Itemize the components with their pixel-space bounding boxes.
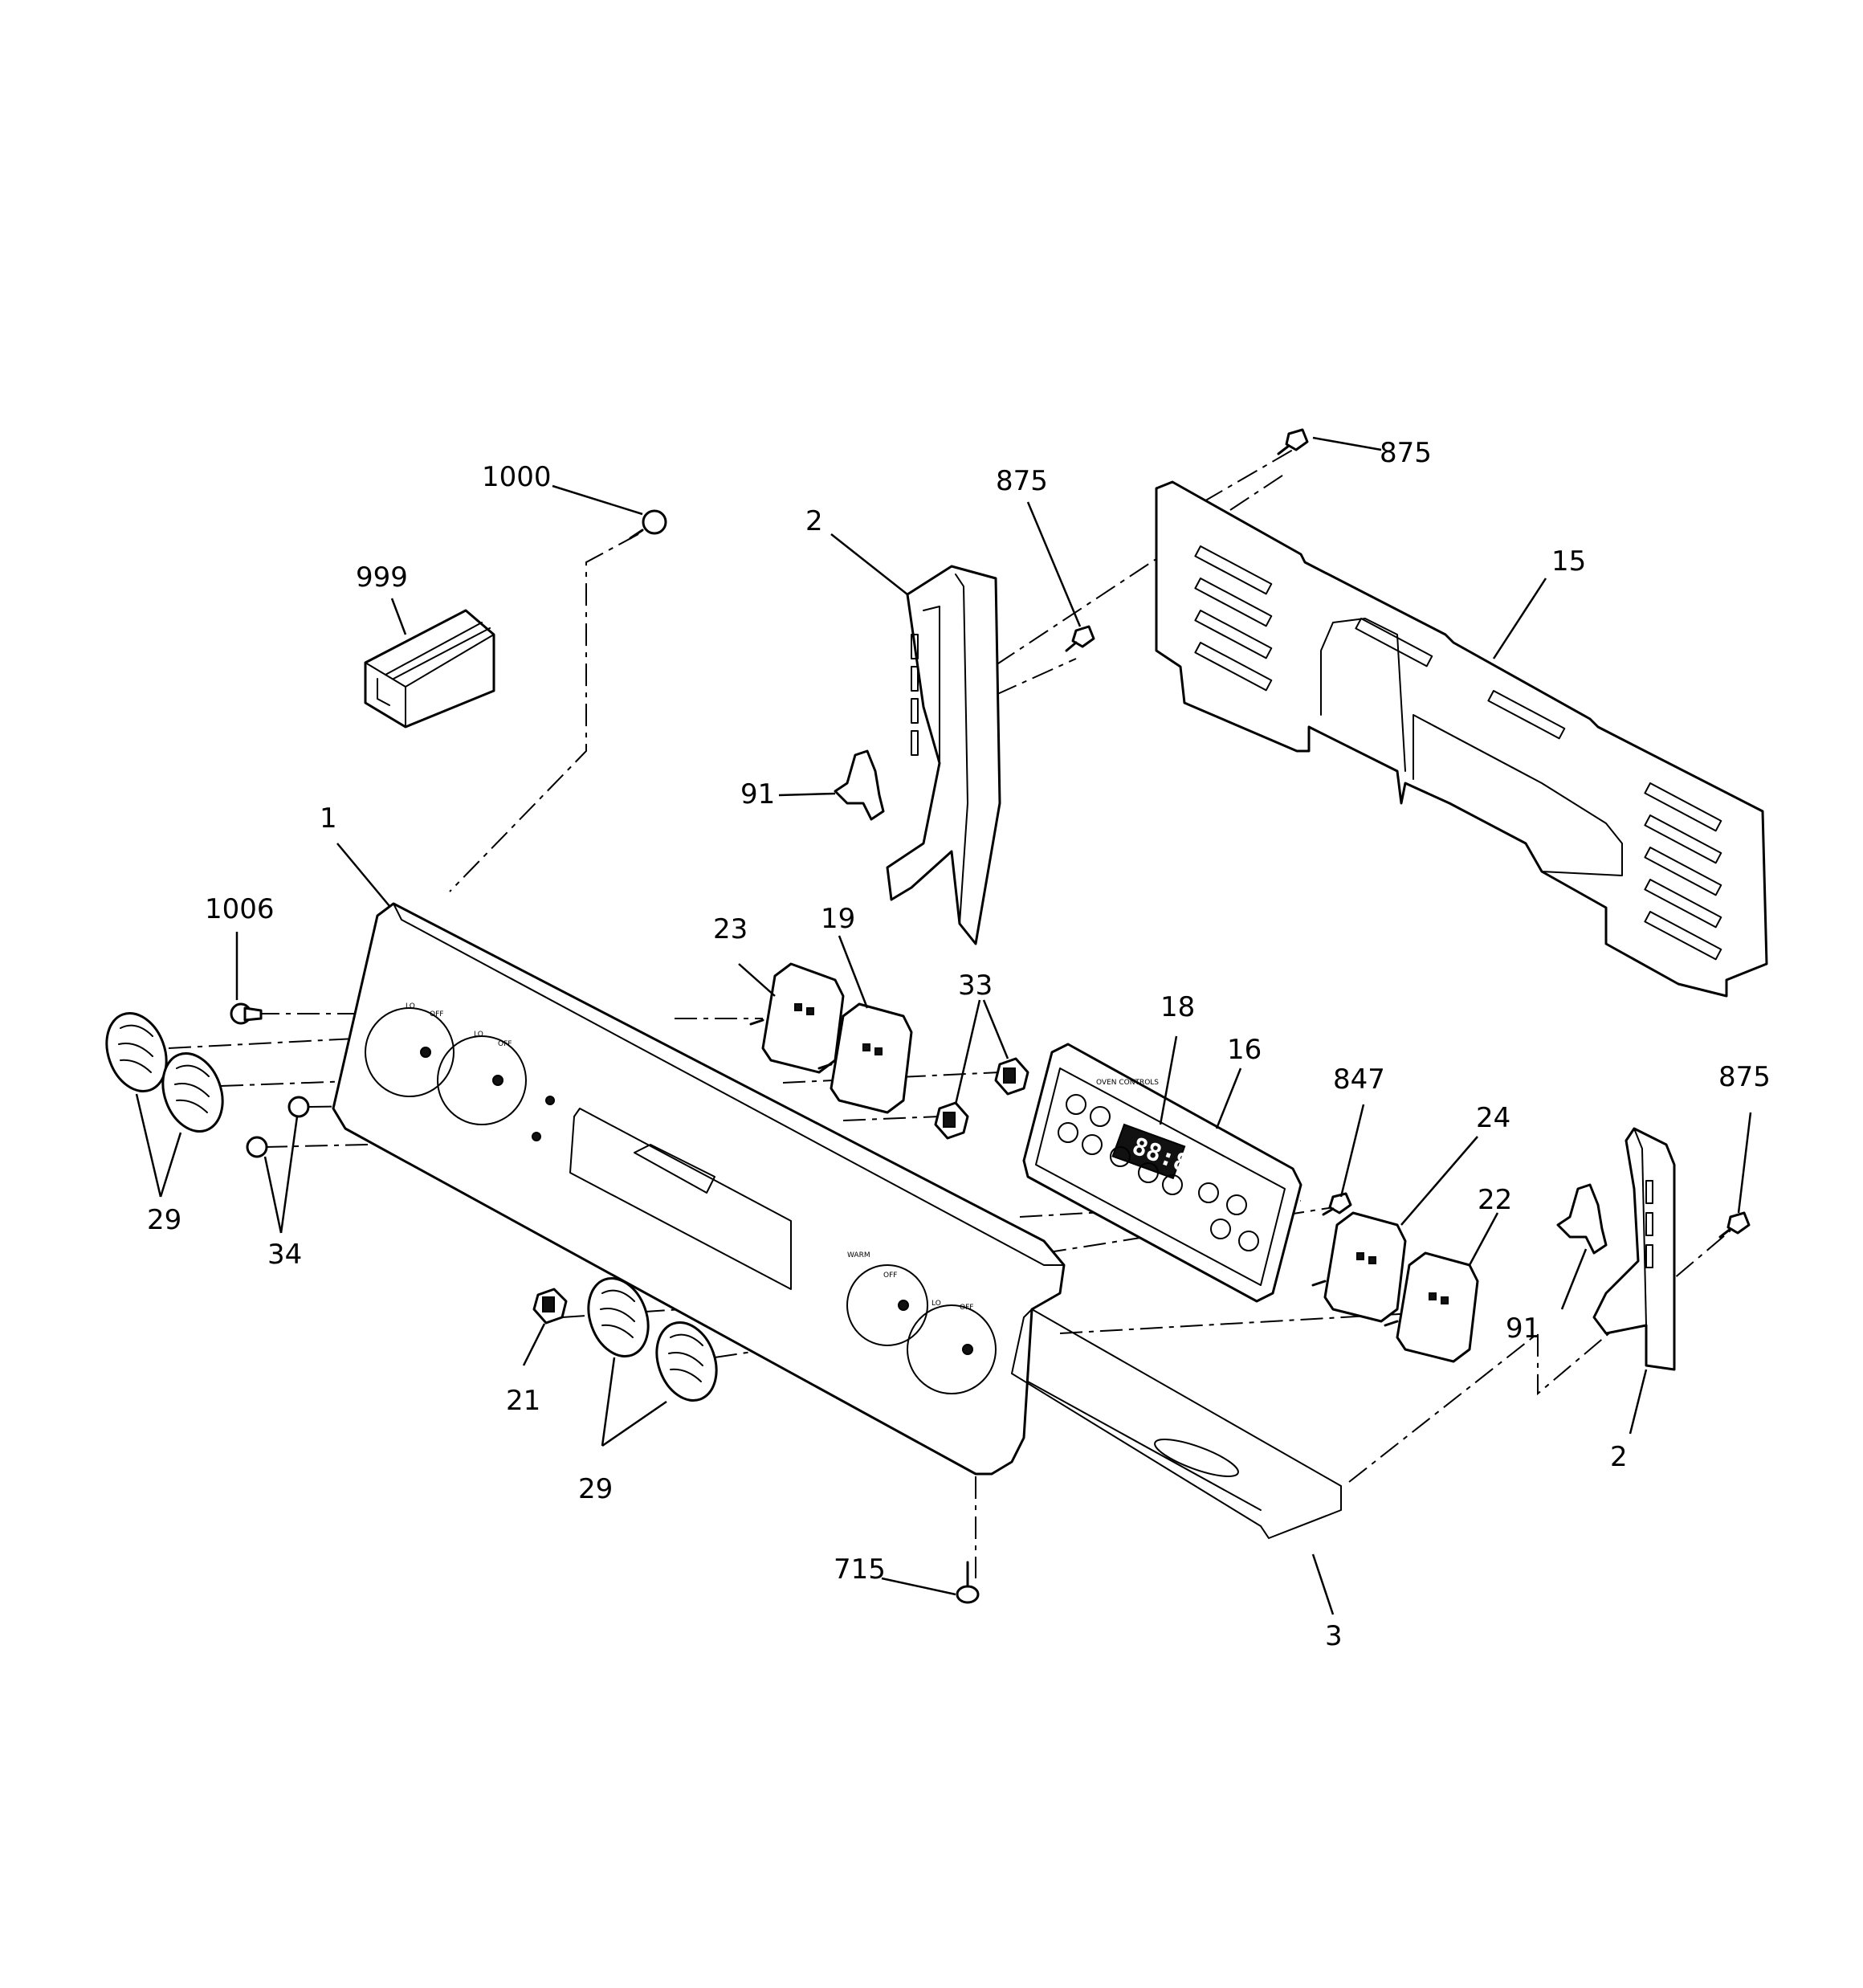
part-34-plug-b [246, 1136, 268, 1158]
part-33-light-a [994, 1057, 1029, 1096]
callout-875-top-mid: 875 [996, 465, 1048, 497]
part-1000-screw [629, 509, 667, 540]
part-2-end-cap-left [886, 565, 1001, 945]
panel-label-off-3: OFF [960, 1304, 973, 1312]
callout-16: 16 [1227, 1034, 1262, 1066]
part-34-plug-a [287, 1096, 310, 1118]
callout-23: 23 [713, 913, 748, 945]
part-16-oven-control-board: OVEN CONTROLS 88:88 [1022, 1043, 1302, 1303]
callout-24: 24 [1476, 1102, 1510, 1134]
callout-2-left: 2 [805, 505, 823, 537]
callout-91-right: 91 [1506, 1312, 1540, 1345]
part-1006-screw [230, 1002, 263, 1025]
part-29-knob-bottom-b [655, 1321, 718, 1402]
part-999-box [364, 609, 495, 729]
part-29-knob-bottom-a [587, 1277, 650, 1357]
callout-91-left: 91 [740, 778, 775, 810]
panel-knob-scale-1: LO OFF [365, 1002, 455, 1097]
part-19-switch [817, 1002, 913, 1114]
panel-knob-scale-4: LO OFF [907, 1300, 997, 1394]
callout-1006: 1006 [205, 893, 275, 925]
panel-knob-scale-3: WARM OFF [846, 1251, 928, 1346]
panel-label-lo-1: LO [406, 1002, 415, 1010]
callout-19: 19 [821, 903, 855, 935]
part-91-clip-left [834, 749, 885, 821]
callout-1000: 1000 [482, 461, 552, 493]
panel-label-lo-3: LO [932, 1300, 941, 1308]
part-21-switch [532, 1288, 568, 1325]
part-875-screw-mid [1065, 625, 1095, 652]
panel-label-lo-2: LO [474, 1031, 483, 1039]
part-1-control-panel: LO OFF LO OFF WARM OFF LO OFF [332, 902, 1342, 1539]
panel-label-warm: WARM [847, 1251, 870, 1259]
board-label-oven-controls: OVEN CONTROLS [1096, 1079, 1159, 1087]
callout-715: 715 [834, 1553, 886, 1586]
callout-875-top-right: 875 [1380, 437, 1432, 469]
part-91-clip-right [1556, 1183, 1608, 1255]
part-715-screw [956, 1561, 980, 1604]
part-24-switch [1311, 1211, 1407, 1323]
callout-29-bottom: 29 [578, 1473, 613, 1505]
callout-999: 999 [356, 561, 408, 594]
callout-2-right: 2 [1610, 1441, 1628, 1473]
part-875-screw-top [1277, 428, 1309, 455]
panel-label-off-1: OFF [430, 1010, 443, 1018]
part-875-screw-right [1718, 1211, 1751, 1239]
callout-18: 18 [1160, 991, 1195, 1023]
callout-15: 15 [1551, 545, 1586, 578]
part-29-knob-left-b [161, 1052, 224, 1133]
callout-34: 34 [267, 1239, 302, 1271]
panel-label-off-4: OFF [883, 1272, 897, 1280]
callout-labels: 1000 999 2 875 875 15 91 1 1006 23 19 33… [147, 437, 1771, 1652]
callout-847: 847 [1333, 1063, 1385, 1096]
part-29-knob-left-a [105, 1012, 168, 1092]
part-23-switch [749, 962, 845, 1074]
panel-label-off-2: OFF [498, 1040, 512, 1048]
callout-22: 22 [1478, 1184, 1512, 1216]
panel-knob-scale-2: LO OFF [437, 1031, 527, 1125]
callout-29-left: 29 [147, 1204, 181, 1236]
callout-33: 33 [958, 970, 993, 1002]
callout-21: 21 [506, 1385, 540, 1417]
rear-panel-slots [1194, 545, 1722, 961]
leader-lines [135, 436, 1752, 1615]
part-15-rear-panel [1155, 480, 1768, 998]
part-847-screw [1322, 1192, 1352, 1216]
callout-1: 1 [320, 802, 337, 835]
callout-3: 3 [1325, 1620, 1343, 1652]
part-33-light-b [934, 1101, 969, 1140]
callout-875-right: 875 [1718, 1061, 1771, 1093]
part-22-switch [1384, 1251, 1479, 1363]
part-2-end-cap-right [1592, 1127, 1676, 1371]
